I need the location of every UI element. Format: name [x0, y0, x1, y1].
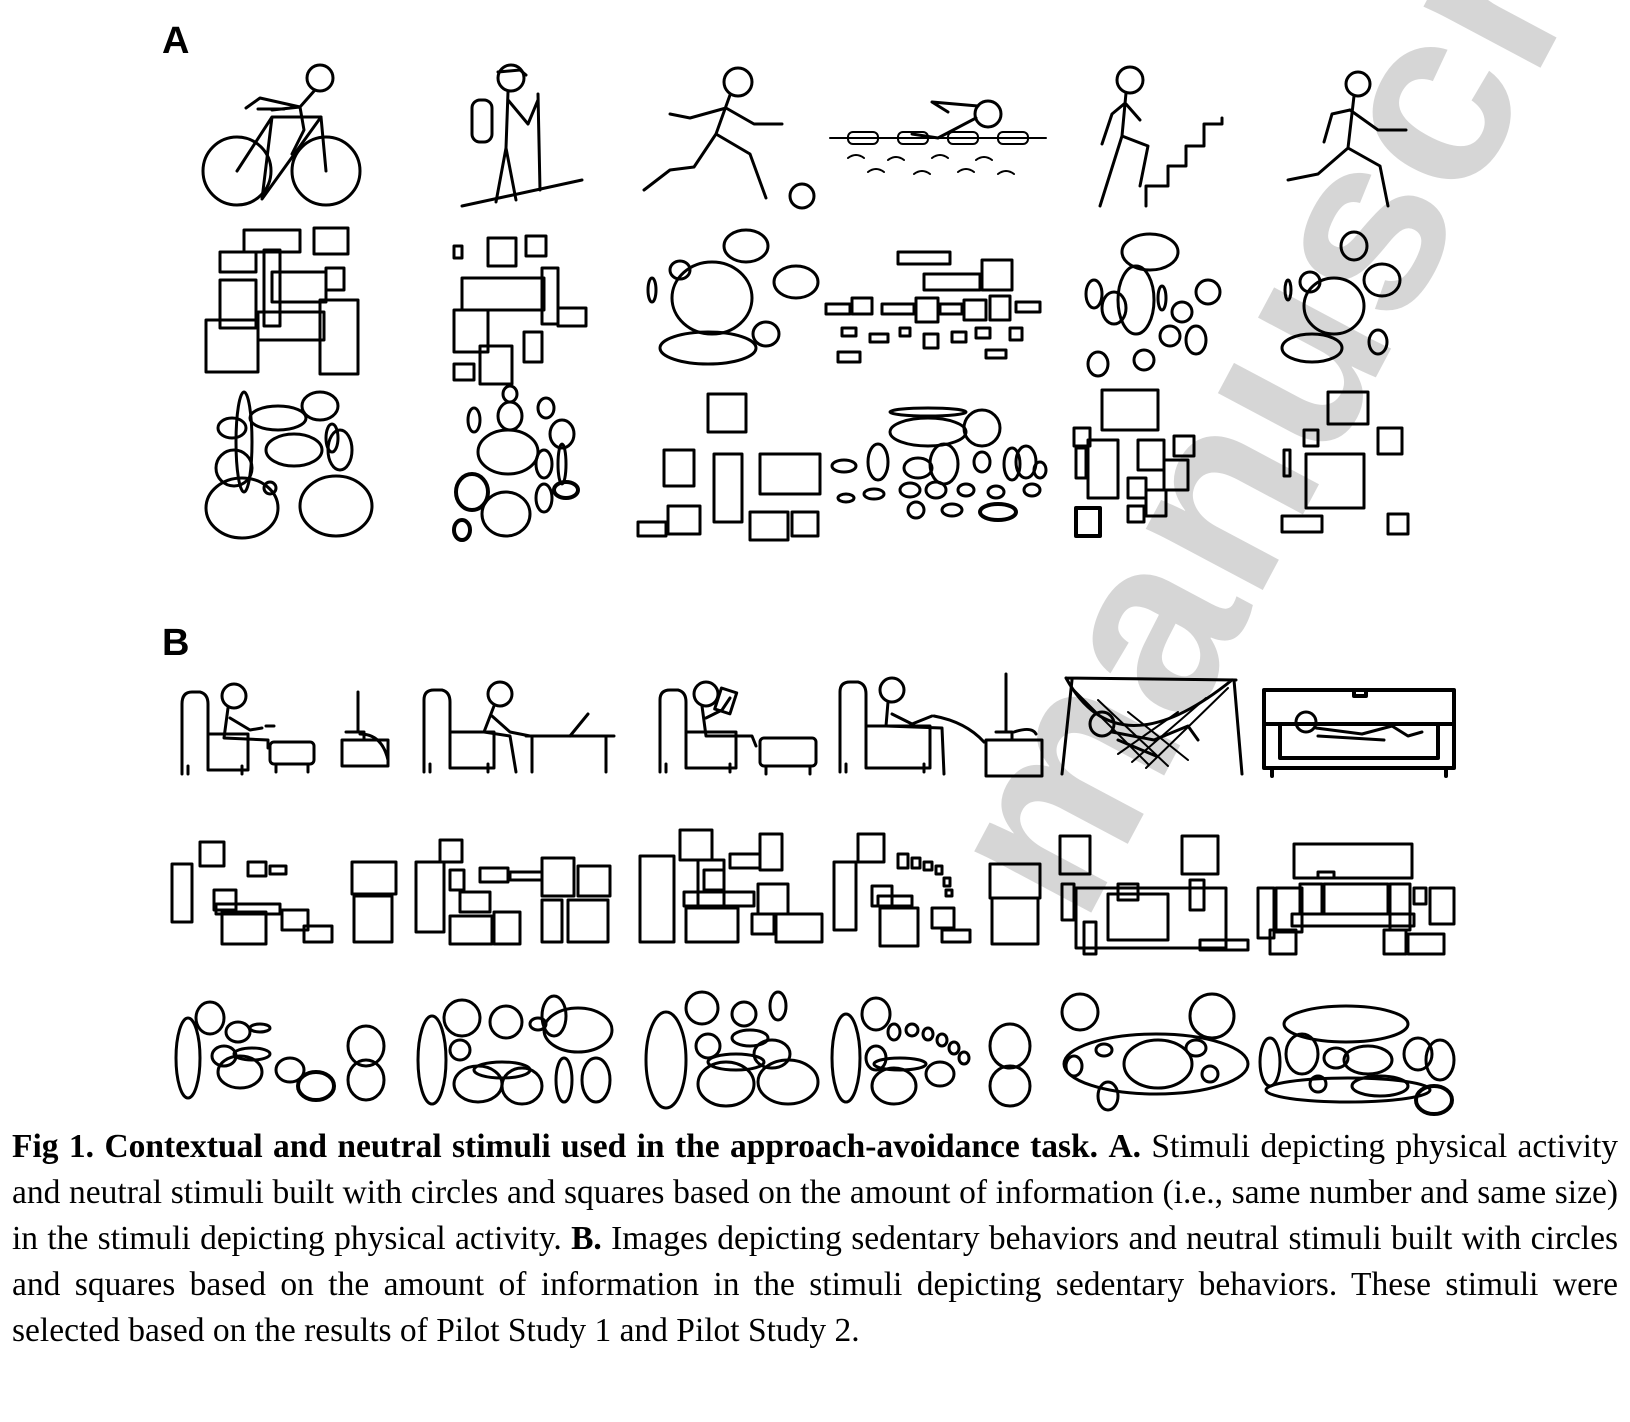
hammock-icon: [1060, 676, 1244, 776]
panel-a-label: A: [162, 20, 190, 62]
squares-stairs: [1072, 388, 1196, 538]
ellipses-tv-remote: [174, 1000, 386, 1102]
figure-caption: Fig 1. Contextual and neutral stimuli us…: [12, 1124, 1618, 1354]
ellipses-reading: [644, 990, 820, 1110]
squares-swimmer: [824, 250, 1042, 364]
ellipses-gaming: [830, 996, 1032, 1108]
ellipses-hammock: [1060, 992, 1250, 1112]
panel-b-label: B: [162, 622, 190, 664]
ellipses-hiker: [452, 384, 580, 542]
ellipses-swimmer: [830, 406, 1048, 522]
squares-runner: [1280, 390, 1410, 536]
swimmer-icon: [829, 99, 1047, 175]
ellipses-runner-ball: [646, 228, 820, 366]
hiker-icon: [460, 63, 584, 208]
caption-a-label: A.: [1108, 1128, 1142, 1165]
caption-b-label: B.: [571, 1220, 602, 1257]
squares-runner-ball: [636, 392, 822, 542]
squares-hammock: [1058, 834, 1250, 956]
ellipses-sofa: [1258, 1004, 1456, 1116]
caption-title: Contextual and neutral stimuli used in t…: [104, 1128, 1099, 1165]
laptop-desk-icon: [422, 680, 616, 774]
squares-gaming: [832, 832, 1042, 948]
caption-fig-label: Fig 1.: [12, 1128, 95, 1165]
ellipses-runner: [1280, 230, 1402, 364]
ellipses-stairs: [1084, 232, 1222, 378]
squares-laptop-desk: [414, 838, 612, 946]
ellipses-laptop-desk: [416, 994, 614, 1106]
reading-icon: [658, 680, 818, 776]
stair-climber-icon: [1098, 65, 1224, 208]
squares-tv-remote: [170, 840, 398, 946]
squares-sofa: [1256, 842, 1456, 956]
runner-with-ball-icon: [642, 66, 816, 210]
cyclist-icon: [201, 63, 362, 207]
gaming-icon: [838, 672, 1044, 778]
caption-a-text: Stimuli depicting physical activity and …: [12, 1128, 1619, 1257]
runner-icon: [1286, 70, 1408, 208]
squares-cyclist: [204, 226, 360, 376]
squares-reading: [638, 828, 824, 944]
sofa-lying-icon: [1262, 688, 1456, 778]
caption-b-text: Images depicting sedentary behaviors and…: [12, 1220, 1619, 1349]
ellipses-cyclist: [204, 390, 374, 540]
squares-hiker: [452, 234, 588, 386]
tv-remote-icon: [180, 682, 390, 776]
